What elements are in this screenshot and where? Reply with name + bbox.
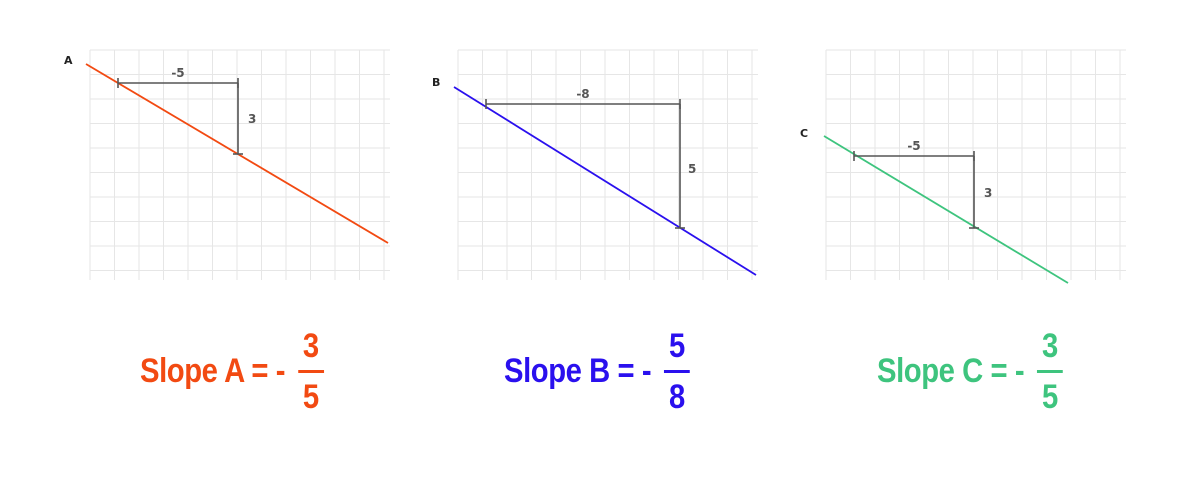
rise-label-c: 3 (984, 186, 992, 200)
formula-a-prefix: Slope A = - (140, 352, 293, 390)
formula-c-prefix: Slope C = - (877, 352, 1032, 390)
graph-c: C -5 3 (800, 49, 1126, 284)
fraction-b: 5 8 (664, 326, 690, 417)
formula-b: Slope B = - 5 8 (504, 326, 690, 417)
formula-b-prefix: Slope B = - (504, 352, 659, 390)
graph-a: A -5 3 (64, 49, 390, 280)
panel-letter-c: C (800, 127, 808, 140)
run-label-a: -5 (171, 66, 184, 80)
panel-c: C -5 3 (796, 40, 1136, 290)
rise-label-a: 3 (248, 112, 256, 126)
grid-b (457, 49, 758, 280)
fraction-b-denominator: 8 (669, 378, 685, 416)
fraction-c: 3 5 (1037, 326, 1063, 417)
run-label-b: -8 (576, 87, 589, 101)
fraction-a-numerator: 3 (302, 327, 319, 365)
graph-b: B -8 5 (432, 49, 758, 280)
slope-line-b (453, 86, 757, 276)
run-label-c: -5 (907, 139, 920, 153)
fraction-a-bar (297, 370, 324, 373)
formula-a: Slope A = - 3 5 (140, 326, 324, 417)
fraction-b-numerator: 5 (669, 327, 685, 365)
panel-letter-b: B (432, 76, 440, 89)
panel-letter-a: A (64, 54, 73, 67)
rise-bracket-a (233, 83, 243, 155)
fraction-a-denominator: 5 (302, 378, 319, 416)
rise-label-b: 5 (688, 162, 696, 176)
grid-a (89, 49, 390, 280)
formula-c: Slope C = - 3 5 (877, 326, 1063, 417)
fraction-c-numerator: 3 (1042, 327, 1058, 365)
slope-line-c (823, 135, 1069, 284)
fraction-a: 3 5 (297, 326, 324, 417)
fraction-c-denominator: 5 (1042, 378, 1058, 416)
fraction-b-bar (664, 370, 690, 373)
grid-c (825, 49, 1126, 280)
rise-bracket-c (969, 156, 979, 229)
fraction-c-bar (1037, 370, 1063, 373)
panel-a: A -5 3 (60, 40, 400, 290)
panel-b: B -8 5 (428, 40, 768, 290)
rise-bracket-b (675, 104, 685, 229)
